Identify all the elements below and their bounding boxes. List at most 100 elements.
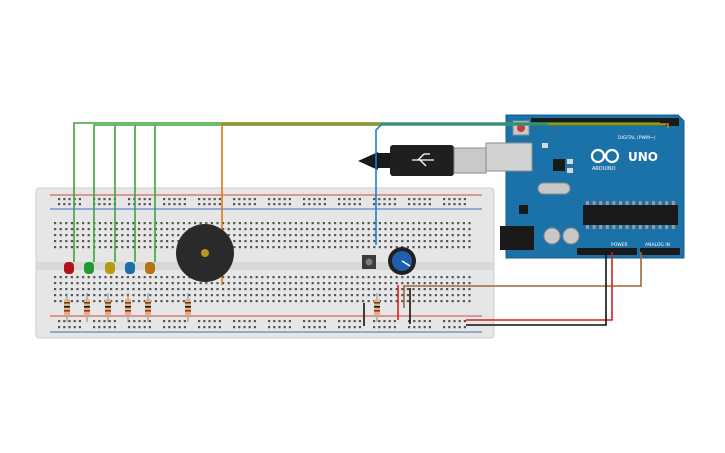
power-header[interactable] <box>577 248 637 255</box>
breadboard-hole <box>87 222 90 225</box>
breadboard-hole <box>388 320 391 323</box>
analog-header[interactable] <box>640 248 680 255</box>
breadboard-hole <box>393 203 396 206</box>
breadboard-hole <box>289 276 292 279</box>
piezo-buzzer[interactable] <box>176 224 234 282</box>
breadboard-hole <box>334 300 337 303</box>
resistor[interactable] <box>84 293 90 322</box>
breadboard-hole <box>160 234 163 237</box>
digital-header[interactable] <box>531 118 679 126</box>
breadboard-hole <box>177 294 180 297</box>
breadboard-hole <box>395 282 398 285</box>
breadboard-hole <box>177 288 180 291</box>
breadboard-hole <box>110 294 113 297</box>
breadboard-hole <box>243 203 246 206</box>
breadboard-hole <box>457 276 460 279</box>
push-button[interactable] <box>362 255 376 269</box>
breadboard-hole <box>339 222 342 225</box>
usb-port[interactable] <box>485 142 533 172</box>
breadboard-hole <box>163 203 166 206</box>
wire-green-1[interactable] <box>73 122 660 262</box>
breadboard-hole <box>266 234 269 237</box>
regulator <box>519 205 528 214</box>
breadboard-hole <box>423 300 426 303</box>
breadboard-hole <box>418 288 421 291</box>
breadboard-hole <box>266 288 269 291</box>
breadboard-hole <box>68 203 71 206</box>
breadboard-hole <box>339 288 342 291</box>
resistor[interactable] <box>105 293 111 322</box>
breadboard-hole <box>373 288 376 291</box>
breadboard-hole <box>451 288 454 291</box>
breadboard-hole <box>154 246 157 249</box>
breadboard-hole <box>182 276 185 279</box>
breadboard-hole <box>132 288 135 291</box>
wire-blue[interactable] <box>375 123 548 245</box>
breadboard-hole <box>423 228 426 231</box>
breadboard-hole <box>283 234 286 237</box>
breadboard-hole <box>210 288 213 291</box>
breadboard-hole <box>261 288 264 291</box>
breadboard-hole <box>126 228 129 231</box>
breadboard-hole <box>203 203 206 206</box>
breadboard-hole <box>303 198 306 201</box>
breadboard-hole <box>149 294 152 297</box>
blue-led[interactable] <box>125 262 135 274</box>
breadboard-hole <box>104 234 107 237</box>
green-led[interactable] <box>84 262 94 274</box>
breadboard-hole <box>205 288 208 291</box>
breadboard-hole <box>339 276 342 279</box>
chip-pin <box>665 225 669 229</box>
breadboard-hole <box>59 228 62 231</box>
chip-pin <box>658 201 662 205</box>
resistor[interactable] <box>185 293 191 322</box>
breadboard-hole <box>110 246 113 249</box>
breadboard-hole <box>233 294 236 297</box>
resistor[interactable] <box>374 293 380 322</box>
wire-green-2[interactable] <box>93 124 666 262</box>
breadboard-hole <box>238 198 241 201</box>
breadboard-hole <box>149 234 152 237</box>
breadboard-hole <box>178 326 181 329</box>
breadboard-hole <box>283 203 286 206</box>
breadboard-hole <box>154 282 157 285</box>
breadboard-hole <box>70 288 73 291</box>
red-led[interactable] <box>64 262 74 274</box>
potentiometer[interactable] <box>388 247 416 275</box>
breadboard-hole <box>178 320 181 323</box>
breadboard-hole <box>210 282 213 285</box>
breadboard-hole <box>250 234 253 237</box>
resistor[interactable] <box>145 293 151 322</box>
resistor[interactable] <box>125 293 131 322</box>
breadboard-hole <box>68 320 71 323</box>
usb-cable[interactable] <box>358 145 487 176</box>
yellow-led[interactable] <box>105 262 115 274</box>
chip-pin <box>625 201 629 205</box>
breadboard-hole <box>378 288 381 291</box>
resistor[interactable] <box>64 293 70 322</box>
breadboard-hole <box>194 288 197 291</box>
breadboard-hole <box>322 294 325 297</box>
wire-red-5v[interactable] <box>466 252 613 321</box>
breadboard-hole <box>378 198 381 201</box>
breadboard-hole <box>268 203 271 206</box>
breadboard-hole <box>378 222 381 225</box>
breadboard-hole <box>401 288 404 291</box>
breadboard-hole <box>233 288 236 291</box>
breadboard-hole <box>468 246 471 249</box>
breadboard-hole <box>283 228 286 231</box>
chip-pin <box>638 201 642 205</box>
breadboard-hole <box>406 300 409 303</box>
breadboard-hole <box>163 326 166 329</box>
orange-led[interactable] <box>145 262 155 274</box>
power-jack[interactable] <box>500 226 534 250</box>
analog-in-label: ANALOG IN <box>645 242 670 248</box>
breadboard-hole <box>70 222 73 225</box>
breadboard-hole <box>423 288 426 291</box>
wire-black-5v-gnd[interactable] <box>466 252 607 326</box>
wire-brown[interactable] <box>403 252 642 308</box>
breadboard-hole <box>278 240 281 243</box>
breadboard-hole <box>93 294 96 297</box>
breadboard-hole <box>143 276 146 279</box>
breadboard-hole <box>272 300 275 303</box>
